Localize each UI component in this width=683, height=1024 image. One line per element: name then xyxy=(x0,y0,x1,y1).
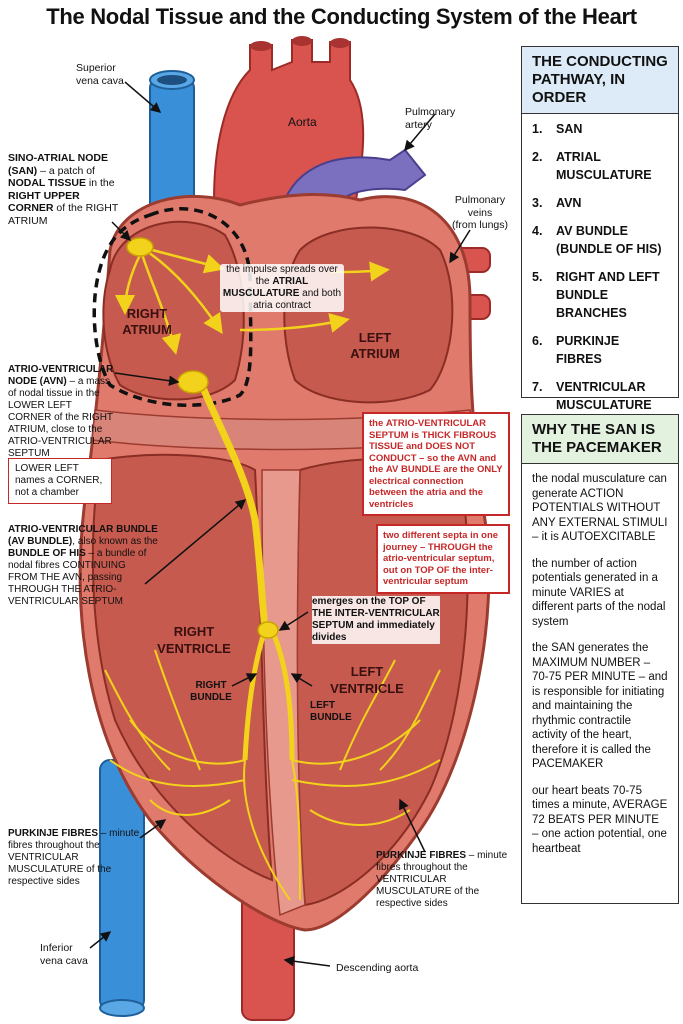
left-ventricle-label: LEFT VENTRICLE xyxy=(330,664,404,696)
purkinje-fibres xyxy=(104,649,441,901)
warn-b1: ATRIO-VENTRICULAR SEPTUM xyxy=(369,418,486,441)
descending-aorta-label: Descending aorta xyxy=(336,962,419,974)
right-atrium-label: RIGHT ATRIUM xyxy=(122,306,172,337)
pathway-steps: 1.SAN 2.ATRIAL MUSCULATURE 3.AVN 4.AV BU… xyxy=(522,114,678,414)
san-region-outline xyxy=(92,207,253,407)
purkinje-right-t1: – minute fibres throughout the VENTRICUL… xyxy=(376,850,508,909)
aorta-label: Aorta xyxy=(288,115,317,129)
pathway-panel: THE CONDUCTING PATHWAY, IN ORDER 1.SAN 2… xyxy=(521,46,679,412)
ivc-label: Inferior vena cava xyxy=(40,942,88,967)
page-title: The Nodal Tissue and the Conducting Syst… xyxy=(46,4,637,29)
san-label-t2: in the xyxy=(85,177,115,189)
warn-b3: DOES NOT CONDUCT xyxy=(369,441,476,464)
avn-node xyxy=(177,370,209,394)
pathway-step: 7.VENTRICULAR MUSCULATURE xyxy=(532,380,652,412)
impulse-label-b1: ATRIAL MUSCULATURE xyxy=(222,276,309,299)
warn-b4: AV BUNDLE xyxy=(385,464,441,475)
purkinje-left-label: PURKINJE FIBRES – minute fibres througho… xyxy=(8,828,148,888)
pacemaker-heading: WHY THE SAN IS THE PACEMAKER xyxy=(522,415,678,464)
pacemaker-body: the nodal musculature can generate ACTIO… xyxy=(522,464,678,876)
impulse-label-t1: the impulse spreads over the xyxy=(226,264,338,287)
san-label-b1: SINO-ATRIAL NODE (SAN) xyxy=(8,152,108,177)
san-label-t3: of the RIGHT ATRIUM xyxy=(8,202,119,227)
warn-t4: – so the AVN and the xyxy=(369,452,497,476)
avn-label-t1: – a mass of nodal tissue in the LOWER LE… xyxy=(8,376,113,459)
purkinje-right-label: PURKINJE FIBRES – minute fibres througho… xyxy=(376,850,516,910)
inferior-vena-cava xyxy=(99,759,145,1017)
avn-label-b1: ATRIO-VENTRICULAR NODE (AVN) xyxy=(8,364,114,387)
warn-t2: is xyxy=(408,429,422,441)
av-bundle-label: ATRIO-VENTRICULAR BUNDLE (AV BUNDLE), al… xyxy=(8,524,158,608)
emerges-label: emerges on the TOP OF THE INTER-VENTRICU… xyxy=(312,596,440,644)
conduction-pathway xyxy=(196,378,295,761)
bifurcation-node xyxy=(257,621,279,639)
left-bundle-label-text: LEFT BUNDLE xyxy=(310,700,352,723)
san-node xyxy=(126,237,154,257)
warn-t5: are the xyxy=(440,464,478,475)
two-septa-note: two different septa in one journey – THR… xyxy=(376,524,510,594)
left-atrium-chamber xyxy=(283,226,454,404)
impulse-label-t2: and both atria contract xyxy=(253,288,342,311)
san-label-b2: NODAL TISSUE xyxy=(8,177,86,189)
svc-label: Superior vena cava xyxy=(76,62,124,87)
purkinje-left-b1: PURKINJE FIBRES xyxy=(8,828,99,839)
leader-lines xyxy=(89,81,471,967)
san-label-b3: RIGHT UPPER CORNER xyxy=(8,189,80,215)
pathway-step: 6.PURKINJE FIBRES xyxy=(532,334,620,366)
right-bundle-label-text: RIGHT BUNDLE xyxy=(190,680,232,703)
av-bundle-label-b2: BUNDLE OF HIS xyxy=(8,548,86,559)
pathway-step: 5.RIGHT AND LEFT BUNDLE BRANCHES xyxy=(532,270,660,320)
purkinje-right-b1: PURKINJE FIBRES xyxy=(376,850,467,861)
warn-b2: THICK FIBROUS TISSUE xyxy=(369,429,497,453)
av-bundle-label-b1: ATRIO-VENTRICULAR BUNDLE (AV BUNDLE) xyxy=(8,524,158,547)
av-septum-warning: the ATRIO-VENTRICULAR SEPTUM is THICK FI… xyxy=(362,412,510,516)
warn-b5: ONLY xyxy=(477,464,503,475)
pacemaker-p4: our heart beats 70-75 times a minute, AV… xyxy=(532,784,668,855)
av-bundle-label-t2: – a bundle of nodal fibres CONTINUING FR… xyxy=(8,548,147,607)
pathway-step: 4.AV BUNDLE (BUNDLE OF HIS) xyxy=(532,224,662,256)
lower-left-note: LOWER LEFT names a CORNER, not a chamber xyxy=(8,458,112,504)
avn-label: ATRIO-VENTRICULAR NODE (AVN) – a mass of… xyxy=(8,364,116,460)
pulmonary-veins-label: Pulmonary veins (from lungs) xyxy=(452,194,509,231)
purkinje-left-t1: – minute fibres throughout the VENTRICUL… xyxy=(8,828,140,887)
right-ventricle-chamber xyxy=(91,453,274,882)
pathway-step: 1.SAN xyxy=(532,122,583,136)
pacemaker-p2: the number of action potentials generate… xyxy=(532,557,666,628)
pacemaker-p1: the nodal musculature can generate ACTIO… xyxy=(532,473,668,543)
left-atrium-label: LEFT ATRIUM xyxy=(350,330,400,361)
impulse-label: the impulse spreads over the ATRIAL MUSC… xyxy=(220,264,344,312)
pulmonary-artery-label: Pulmonary artery xyxy=(405,106,456,131)
warn-t1: the xyxy=(369,418,386,429)
av-bundle-label-t1: , also known as the xyxy=(72,536,158,547)
pathway-step: 3.AVN xyxy=(532,196,582,210)
right-ventricle-label: RIGHT VENTRICLE xyxy=(157,624,231,656)
pacemaker-panel: WHY THE SAN IS THE PACEMAKER the nodal m… xyxy=(521,414,679,904)
pacemaker-p3: the SAN generates the MAXIMUM NUMBER – 7… xyxy=(532,642,668,770)
pathway-heading: THE CONDUCTING PATHWAY, IN ORDER xyxy=(522,47,678,114)
warn-t6: electrical connection between the atria … xyxy=(369,475,484,510)
pathway-step: 2.ATRIAL MUSCULATURE xyxy=(532,150,652,182)
san-label: SINO-ATRIAL NODE (SAN) – a patch of NODA… xyxy=(8,152,128,227)
warn-t3: and xyxy=(403,441,426,452)
san-label-t1: – a patch of xyxy=(37,164,95,177)
